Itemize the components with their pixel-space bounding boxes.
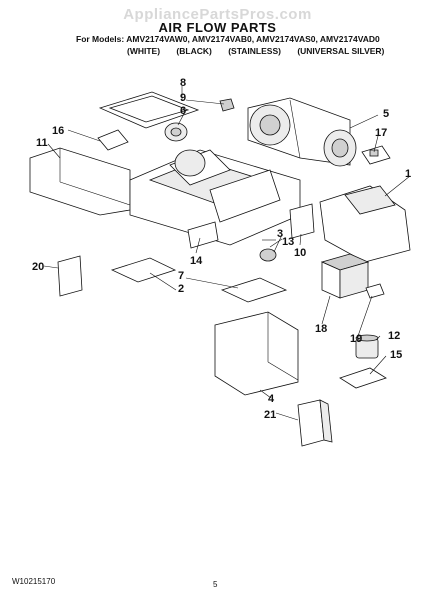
callout-19: 19 [350,333,362,345]
callout-1: 1 [405,168,411,180]
part-9-clip [219,98,235,112]
color-stainless: (STAINLESS) [228,46,281,56]
part-16-plate [97,129,129,151]
document-number: W10215170 [12,577,56,586]
callout-3: 3 [277,228,283,240]
part-1-exhaust-duct [319,185,411,263]
color-variants: (WHITE) (BLACK) (STAINLESS) (UNIVERSAL S… [127,46,398,56]
part-2-plate [110,257,177,283]
main-chassis [129,149,301,246]
callout-15: 15 [390,349,402,361]
part-8-grease-filter [98,91,200,129]
part-17-bracket [361,145,391,165]
part-11-side-duct [29,147,131,216]
part-21-panel [297,399,333,447]
part-14-component [187,221,219,249]
callout-11: 11 [36,137,48,149]
part-15-bracket [339,367,387,389]
page-title: AIR FLOW PARTS [158,20,277,35]
callout-14: 14 [190,255,203,267]
callout-18: 18 [315,323,327,335]
color-white: (WHITE) [127,46,161,56]
part-7-plate [220,277,288,303]
color-universal-silver: (UNIVERSAL SILVER) [297,46,385,56]
callout-10: 10 [294,247,306,259]
callout-13: 13 [282,236,294,248]
callout-2: 2 [178,283,184,295]
part-19-diode [365,283,385,299]
color-black: (BLACK) [176,46,212,56]
part-6-damper-motor [164,122,188,142]
callout-21: 21 [264,409,276,421]
watermark: AppliancePartsPros.com [123,6,312,23]
models-label: For Models: [76,34,125,44]
callout-4: 4 [268,393,275,405]
page-number: 5 [213,580,218,589]
part-10-plate [289,203,315,239]
callout-8: 8 [180,77,186,89]
callout-9: 9 [180,92,186,104]
callout-16: 16 [52,125,64,137]
callout-7: 7 [178,270,184,282]
part-20-bracket [57,255,83,297]
callout-12: 12 [388,330,400,342]
callout-6: 6 [180,105,186,117]
models-list: AMV2174VAW0, AMV2174VAB0, AMV2174VAS0, A… [126,34,380,44]
models-line: For Models: AMV2174VAW0, AMV2174VAB0, AM… [76,34,380,44]
callout-20: 20 [32,261,44,273]
part-5-blower-assembly [247,97,357,167]
callout-17: 17 [375,127,387,139]
callout-5: 5 [383,108,389,120]
part-4-lower-duct [214,311,299,396]
part-3-fan-blade [259,248,277,262]
part-18-transformer [320,253,370,299]
